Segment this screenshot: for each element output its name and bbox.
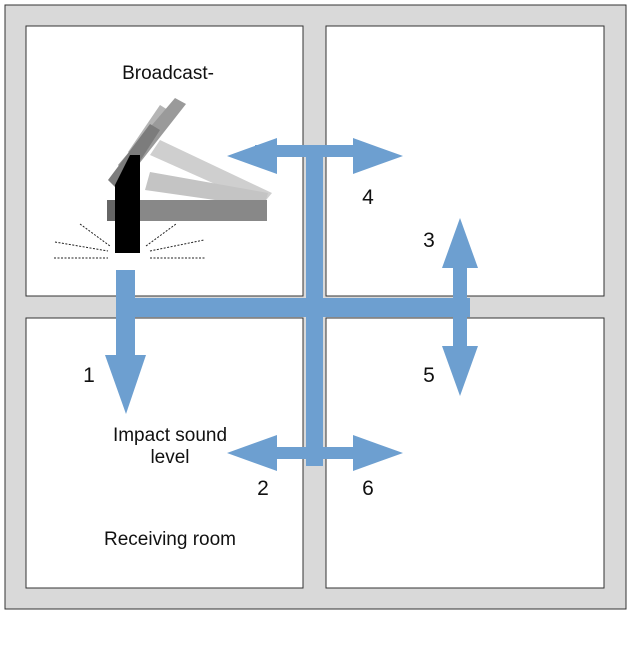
arrow-5-head bbox=[442, 346, 478, 396]
path-number-2: 2 bbox=[257, 477, 269, 500]
source-label: Broadcast- bbox=[122, 63, 214, 84]
arrow-3-head bbox=[442, 218, 478, 268]
path-number-4: 4 bbox=[362, 186, 374, 209]
wall-trunk bbox=[306, 150, 323, 466]
arrow-4-left-head bbox=[227, 138, 277, 174]
impact-label-line2: level bbox=[150, 447, 189, 468]
tapping-machine-icon bbox=[54, 98, 272, 259]
receiving-room-label: Receiving room bbox=[104, 529, 236, 550]
arrow-1-head bbox=[105, 355, 146, 414]
arrow-2-head bbox=[227, 435, 277, 471]
path-number-5: 5 bbox=[423, 364, 435, 387]
path-number-1: 1 bbox=[83, 364, 95, 387]
path-number-6: 6 bbox=[362, 477, 374, 500]
transmission-arrows bbox=[105, 138, 478, 471]
arrow-4-right-head bbox=[353, 138, 403, 174]
floor-trunk bbox=[116, 298, 470, 317]
path-number-3: 3 bbox=[423, 229, 435, 252]
arrow-6-head bbox=[353, 435, 403, 471]
impact-label-line1: Impact sound bbox=[113, 425, 227, 446]
